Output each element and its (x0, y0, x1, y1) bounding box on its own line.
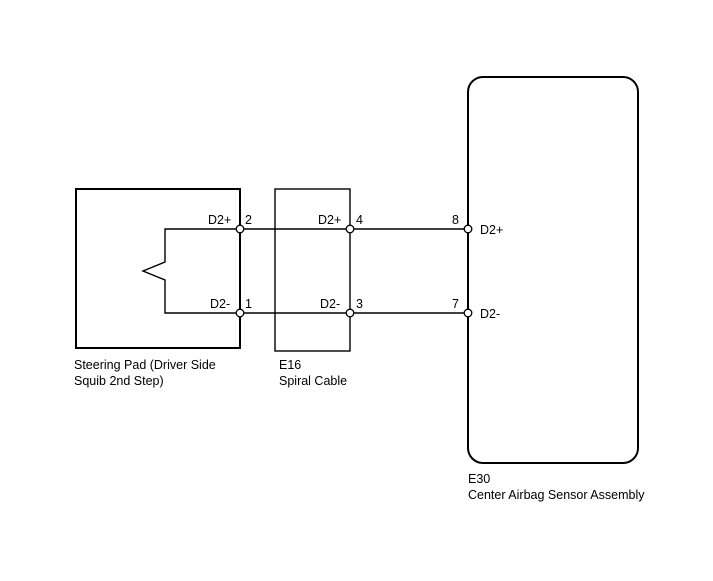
spiral-signal-label-bottom: D2- (320, 297, 340, 311)
sensor-pin-number-bottom: 7 (452, 297, 459, 311)
steering-pad-box (75, 188, 241, 349)
pin-spiral-d2-plus (345, 224, 355, 234)
squib-symbol (141, 228, 240, 314)
airbag-sensor-name: Center Airbag Sensor Assembly (468, 488, 645, 502)
pin-pad-d2-plus (235, 224, 245, 234)
pin-sensor-d2-minus (463, 308, 473, 318)
spiral-cable-code: E16 (279, 358, 301, 372)
airbag-sensor-box (467, 76, 639, 464)
steering-pad-name-line2: Squib 2nd Step) (74, 374, 164, 388)
airbag-sensor-code: E30 (468, 472, 490, 486)
pad-pin-number-bottom: 1 (245, 297, 252, 311)
pad-pin-number-top: 2 (245, 213, 252, 227)
pad-signal-label-bottom: D2- (210, 297, 230, 311)
pad-signal-label-top: D2+ (208, 213, 231, 227)
pin-pad-d2-minus (235, 308, 245, 318)
spiral-signal-label-top: D2+ (318, 213, 341, 227)
spiral-cable-name: Spiral Cable (279, 374, 347, 388)
spiral-pin-number-bottom: 3 (356, 297, 363, 311)
pin-spiral-d2-minus (345, 308, 355, 318)
pin-sensor-d2-plus (463, 224, 473, 234)
spiral-cable-box (274, 188, 351, 352)
sensor-signal-label-bottom: D2- (480, 307, 500, 321)
steering-pad-name-line1: Steering Pad (Driver Side (74, 358, 216, 372)
spiral-pin-number-top: 4 (356, 213, 363, 227)
sensor-pin-number-top: 8 (452, 213, 459, 227)
sensor-signal-label-top: D2+ (480, 223, 503, 237)
